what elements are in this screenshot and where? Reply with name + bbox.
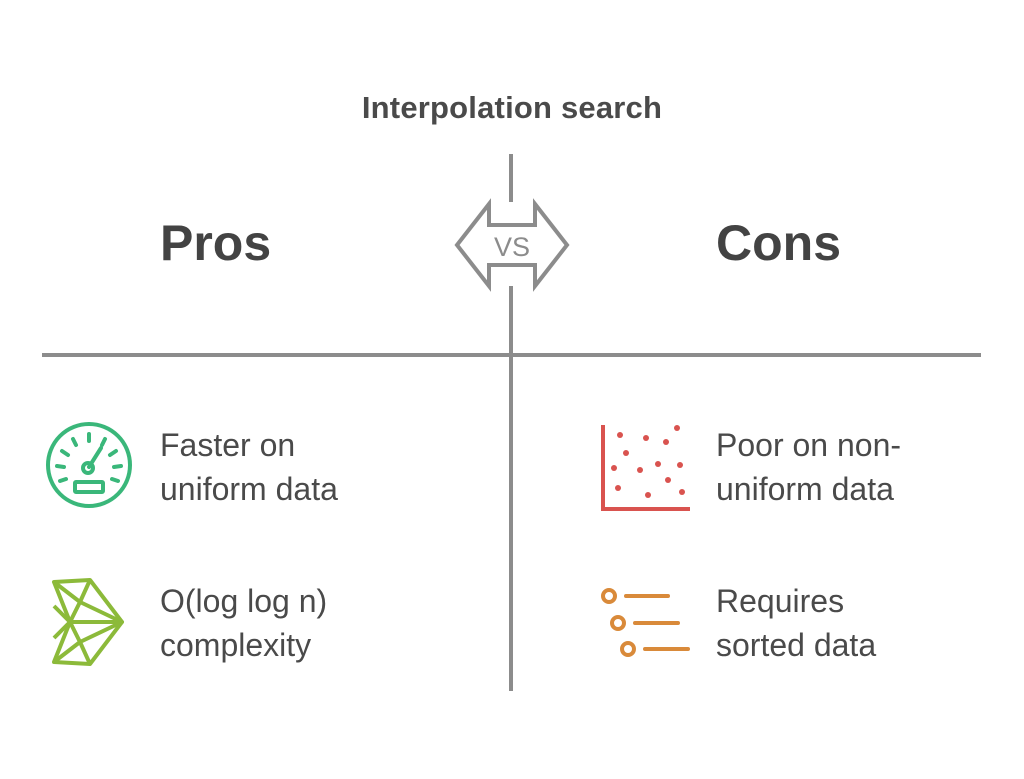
pros-item-2: O(log log n) complexity — [160, 579, 327, 667]
cons-item-2-line-2: sorted data — [716, 627, 877, 663]
scatter-plot-icon — [601, 425, 690, 511]
cons-item-1-line-1: Poor on non- — [716, 427, 902, 463]
diagram-title: Interpolation search — [361, 90, 663, 125]
cons-heading: Cons — [716, 215, 841, 271]
sorted-list-icon — [601, 588, 690, 657]
speedometer-icon — [46, 422, 132, 508]
divider-horizontal — [42, 353, 981, 357]
divider-vertical-bottom — [509, 286, 513, 691]
pros-item-1-line-1: Faster on — [160, 427, 296, 463]
cons-item-1-line-2: uniform data — [716, 471, 894, 507]
pros-item-2-line-1: O(log log n) — [160, 583, 328, 619]
pros-heading: Pros — [160, 215, 272, 271]
vs-label: VS — [494, 232, 530, 262]
cons-item-1: Poor on non- uniform data — [716, 423, 901, 511]
vs-double-arrow-icon: VS — [454, 198, 570, 292]
cons-item-2: Requires sorted data — [716, 579, 876, 667]
geometric-shape-icon — [52, 578, 124, 666]
pros-item-1-line-2: uniform data — [160, 471, 338, 507]
cons-item-2-line-1: Requires — [716, 583, 845, 619]
divider-vertical-top — [509, 154, 513, 202]
pros-item-2-line-2: complexity — [160, 627, 312, 663]
pros-item-1: Faster on uniform data — [160, 423, 338, 511]
